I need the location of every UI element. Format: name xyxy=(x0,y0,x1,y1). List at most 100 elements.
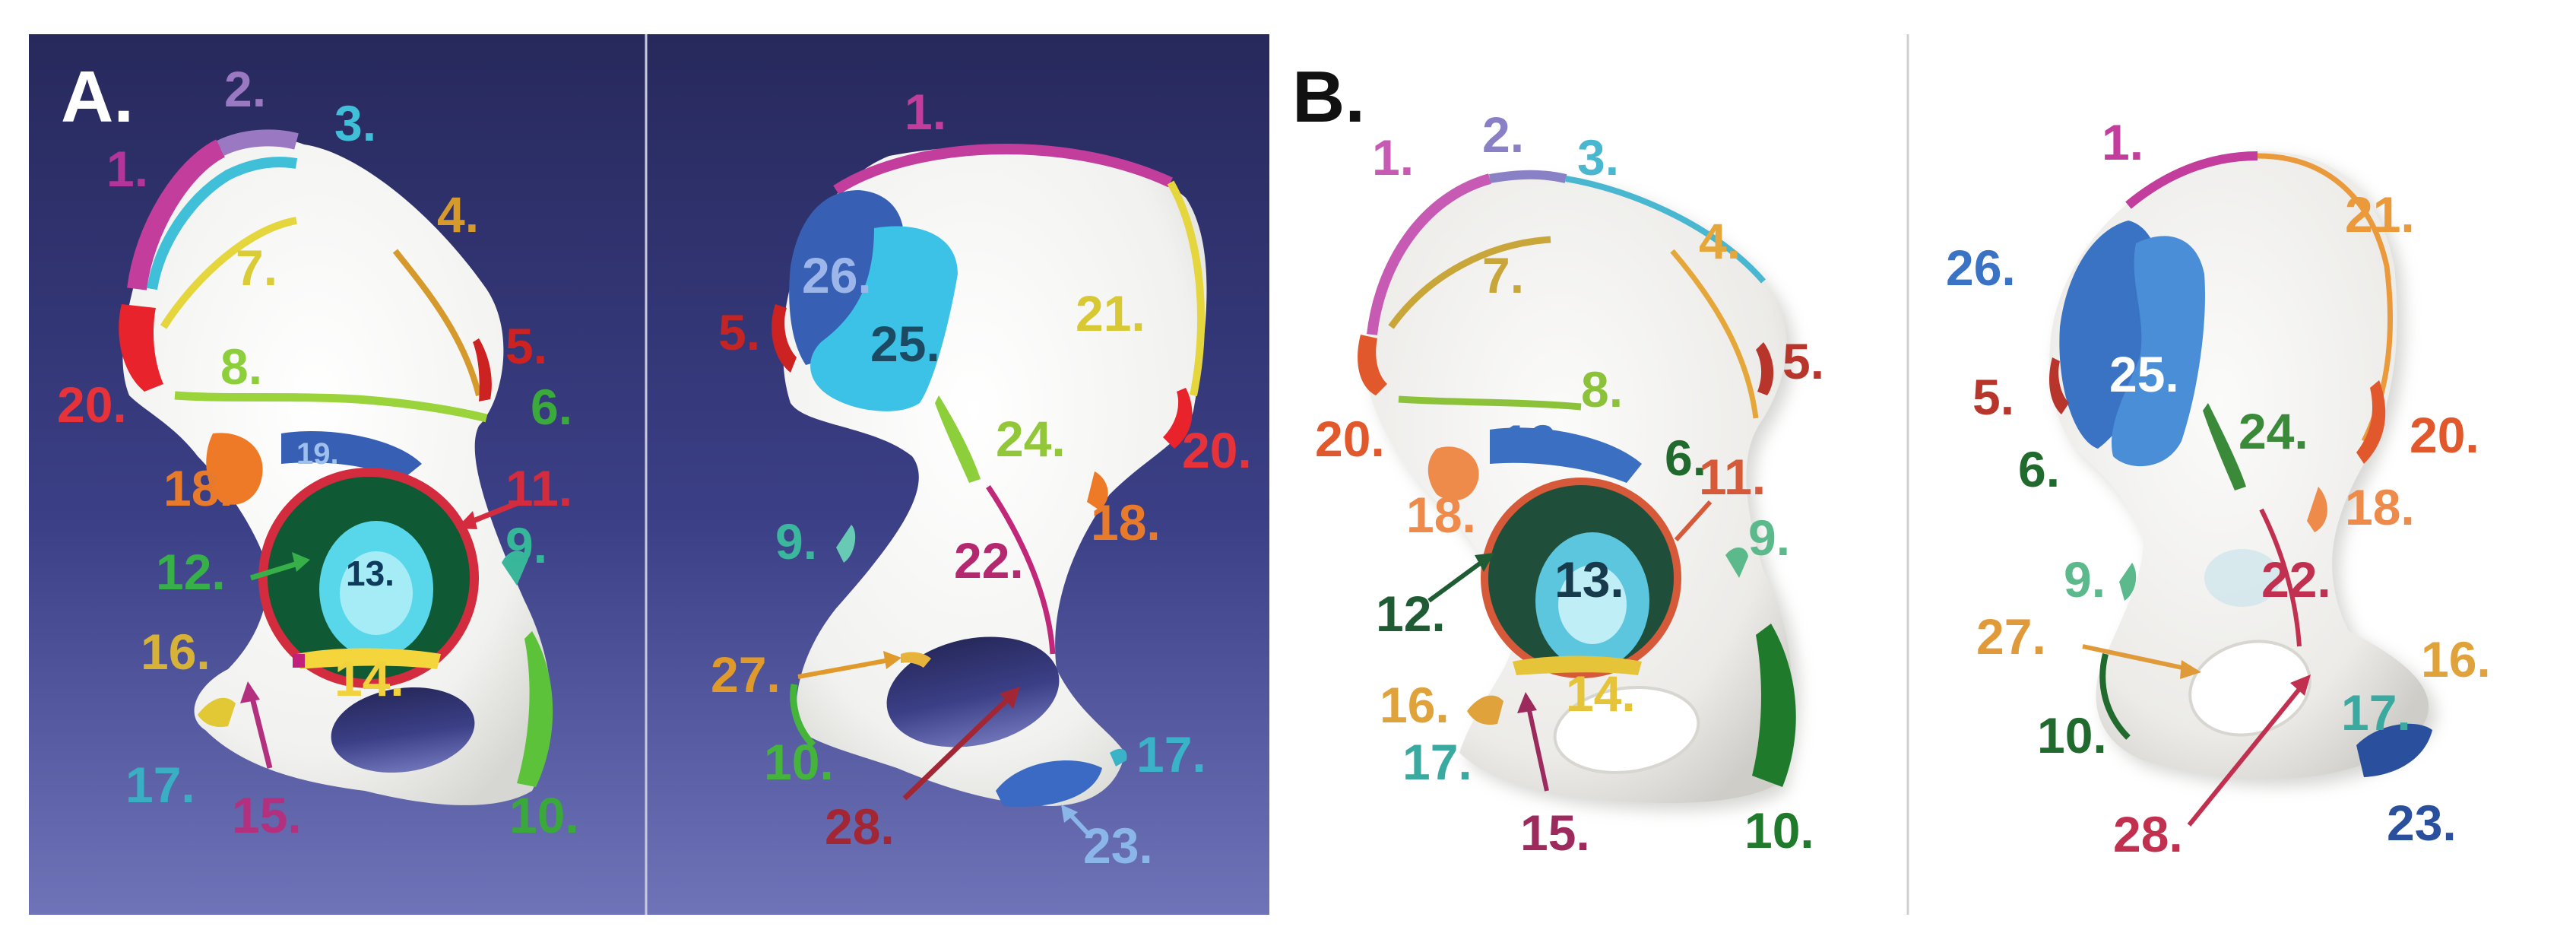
label-a2-24: 24. xyxy=(996,411,1066,467)
arrow-27 xyxy=(797,658,890,679)
labels-a-medial: 1. 26. 25. 5. 21. 24. 20. 9. 22. 18. 27.… xyxy=(711,84,1252,874)
psis-medial-patch xyxy=(772,304,797,373)
psis-b2-patch xyxy=(2049,357,2069,414)
obturator-foramen xyxy=(331,687,475,773)
bone-a-lateral xyxy=(119,129,553,805)
obturator-groove-patch xyxy=(901,652,931,668)
label-a2-21: 21. xyxy=(1076,285,1145,341)
bone-b-lateral xyxy=(1358,170,1800,811)
arrow-b-12 xyxy=(1427,557,1488,603)
label-b1-12: 12. xyxy=(1376,586,1446,642)
labels-b-lateral: 1. 2. 3. 4. 7. 5. 20. 8. 6. 19. 11. 9. 1… xyxy=(1315,106,1824,861)
iliac-crest-b2-orange xyxy=(2257,153,2394,443)
label-b1-18: 18. xyxy=(1406,487,1476,543)
labels-a-lateral: 1. 2. 3. 4. 7. 5. 20. 8. 6. 19. 11. 18. … xyxy=(57,61,579,843)
label-b1-5: 5. xyxy=(1782,333,1824,389)
label-b2-6: 6. xyxy=(2018,441,2060,497)
label-a2-25: 25. xyxy=(870,316,940,372)
asis-patch xyxy=(119,304,163,392)
label-a1-2: 2. xyxy=(224,61,266,117)
label-b2-1: 1. xyxy=(2102,114,2143,170)
label-b1-15: 15. xyxy=(1520,805,1590,861)
label-a1-20: 20. xyxy=(57,376,127,433)
label-b2-24: 24. xyxy=(2239,403,2308,459)
label-a2-28: 28. xyxy=(825,798,895,855)
label-b2-18: 18. xyxy=(2345,479,2415,535)
label-b2-16: 16. xyxy=(2421,631,2491,687)
panel-letter-a: A. xyxy=(61,56,134,138)
label-a2-17: 17. xyxy=(1136,726,1206,782)
gluteal-line-b-anterior xyxy=(1388,236,1551,329)
label-b1-3: 3. xyxy=(1577,129,1619,186)
aiis-b2-patch xyxy=(2307,487,2327,532)
label-a1-6: 6. xyxy=(531,379,572,435)
obturator-crest-b xyxy=(1513,655,1642,675)
psis-b-patch xyxy=(1756,342,1774,395)
iliac-crest-b-intermediate xyxy=(1488,170,1567,183)
acetabular-fossa-center-b xyxy=(1558,565,1627,644)
label-b2-17: 17. xyxy=(2341,684,2411,741)
arrow-b-11 xyxy=(1674,500,1713,542)
ischial-tuberosity-patch xyxy=(517,631,553,787)
label-a1-19: 19. xyxy=(296,437,339,471)
label-b1-2: 2. xyxy=(1482,106,1524,163)
ischial-spine-b2 xyxy=(2119,563,2137,601)
gluteal-line-inferior xyxy=(174,391,488,423)
arrow-b-15 xyxy=(1526,703,1549,792)
pubic-tubercle-medial xyxy=(1110,748,1127,766)
ischial-spine-medial-patch xyxy=(836,525,856,563)
iliac-crest-b-outer xyxy=(1367,173,1491,335)
arcuate-line-patch xyxy=(935,395,981,483)
label-a1-9: 9. xyxy=(505,517,547,573)
pubic-symphysis-patch xyxy=(996,760,1102,807)
label-b2-23: 23. xyxy=(2387,795,2457,851)
label-a2-1: 1. xyxy=(905,84,946,140)
pubic-symphysis-b2 xyxy=(2356,723,2432,777)
label-a2-5: 5. xyxy=(718,304,760,360)
label-b1-14: 14. xyxy=(1566,665,1636,722)
gluteal-line-anterior xyxy=(160,217,297,329)
aiis-medial-patch xyxy=(1087,471,1108,509)
label-b1-6: 6. xyxy=(1665,430,1706,486)
label-a1-7: 7. xyxy=(236,240,277,296)
arrow-15 xyxy=(248,691,273,769)
labels-b-medial: 1. 21. 26. 25. 5. 24. 20. 6. 18. 9. 22. … xyxy=(1946,114,2491,862)
pubic-patch xyxy=(198,697,236,728)
pubic-b-patch xyxy=(1467,695,1503,725)
label-a1-1: 1. xyxy=(106,141,148,197)
bone-b-medial xyxy=(2049,151,2437,827)
ischial-spine-patch xyxy=(502,551,528,586)
label-b1-11: 11. xyxy=(1699,449,1766,505)
label-a1-15: 15. xyxy=(232,787,302,843)
label-b1-17: 17. xyxy=(1402,734,1472,790)
obturator-crest-patch xyxy=(296,648,441,669)
label-b2-9: 9. xyxy=(2064,551,2105,608)
label-b1-9: 9. xyxy=(1748,509,1790,566)
label-a1-4: 4. xyxy=(437,186,479,243)
acetabular-fossa-center xyxy=(340,551,413,635)
label-a2-26: 26. xyxy=(802,247,872,303)
label-a1-5: 5. xyxy=(505,318,547,374)
obturator-foramen-medial xyxy=(886,636,1060,747)
label-b1-7: 7. xyxy=(1482,247,1524,303)
auricular-b-light xyxy=(2112,236,2205,467)
label-a1-11: 11. xyxy=(505,460,572,516)
panel-letter-b: B. xyxy=(1292,56,1365,138)
gluteal-line-posterior xyxy=(392,249,482,396)
auricular-surface-cyan xyxy=(810,226,958,411)
label-a2-27: 27. xyxy=(711,646,781,703)
acetabulum-roof-patch xyxy=(281,430,422,479)
ischial-tuberosity-b xyxy=(1752,624,1796,787)
acetabulum-roof-b xyxy=(1490,427,1642,483)
iliac-crest-inner xyxy=(147,157,298,290)
pectineal-line xyxy=(986,485,1056,655)
label-a2-18: 18. xyxy=(1091,494,1161,551)
bone-a-medial xyxy=(772,143,1207,839)
label-a1-14: 14. xyxy=(334,650,404,706)
ischial-ramus-patch xyxy=(790,684,816,748)
iliac-crest-intermediate xyxy=(217,129,299,156)
gluteal-line-b-posterior xyxy=(1670,249,1759,419)
arrow-28 xyxy=(902,694,1013,801)
label-b2-22: 22. xyxy=(2261,551,2331,608)
label-a1-17: 17. xyxy=(125,757,195,813)
